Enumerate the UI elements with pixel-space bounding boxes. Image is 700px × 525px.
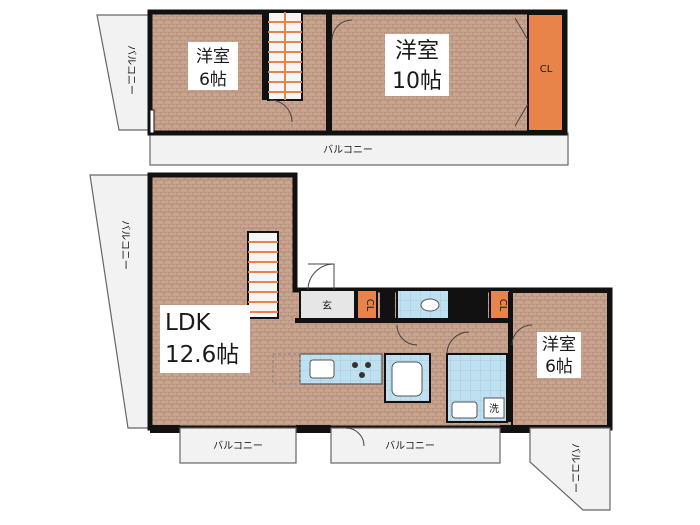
lower-balcony-bottom-mid-label: バルコニー (385, 440, 435, 452)
lower-balcony-bottom-left-label: バルコニー (213, 440, 263, 452)
toilet-icon (420, 298, 440, 312)
lower-closet-1-label: CL (364, 299, 375, 312)
upper-left-balcony (96, 14, 151, 131)
lower-closet-2-label: CL (497, 299, 508, 312)
lower-balcony-right (529, 427, 611, 511)
upper-room-right-name: 洋室 (395, 39, 439, 64)
upper-left-balcony-label: バルコニー (125, 45, 137, 95)
entrance-label: 玄 (322, 299, 332, 312)
upper-bottom-balcony (149, 132, 569, 166)
lower-left-balcony (89, 174, 151, 429)
lower-balcony-right-label: バルコニー (569, 443, 581, 493)
ldk-size: 12.6帖 (165, 342, 239, 368)
sink-icon (451, 401, 478, 419)
lower-left-balcony-label: バルコニー (119, 220, 131, 270)
lower-room-right-size: 6帖 (545, 357, 573, 377)
bathtub-icon (391, 361, 423, 397)
upper-room-right-size: 10帖 (392, 69, 442, 94)
washer-label: 洗 (489, 403, 499, 415)
lower-balcony-bottom-mid (330, 427, 501, 464)
entrance (299, 289, 356, 321)
lower-balcony-bottom-left (179, 427, 297, 464)
upper-staircase (267, 11, 303, 101)
upper-room-left-size: 6帖 (199, 70, 227, 90)
upper-closet-label: CL (540, 64, 553, 75)
ldk-name: LDK (165, 310, 212, 336)
upper-bottom-balcony-label: バルコニー (323, 144, 373, 156)
upper-closet (527, 13, 564, 132)
lower-staircase (247, 231, 279, 319)
kitchen-counter (272, 353, 383, 385)
lower-room-right-name: 洋室 (542, 335, 576, 355)
washer-area (483, 397, 505, 419)
upper-room-left-name: 洋室 (196, 47, 230, 67)
